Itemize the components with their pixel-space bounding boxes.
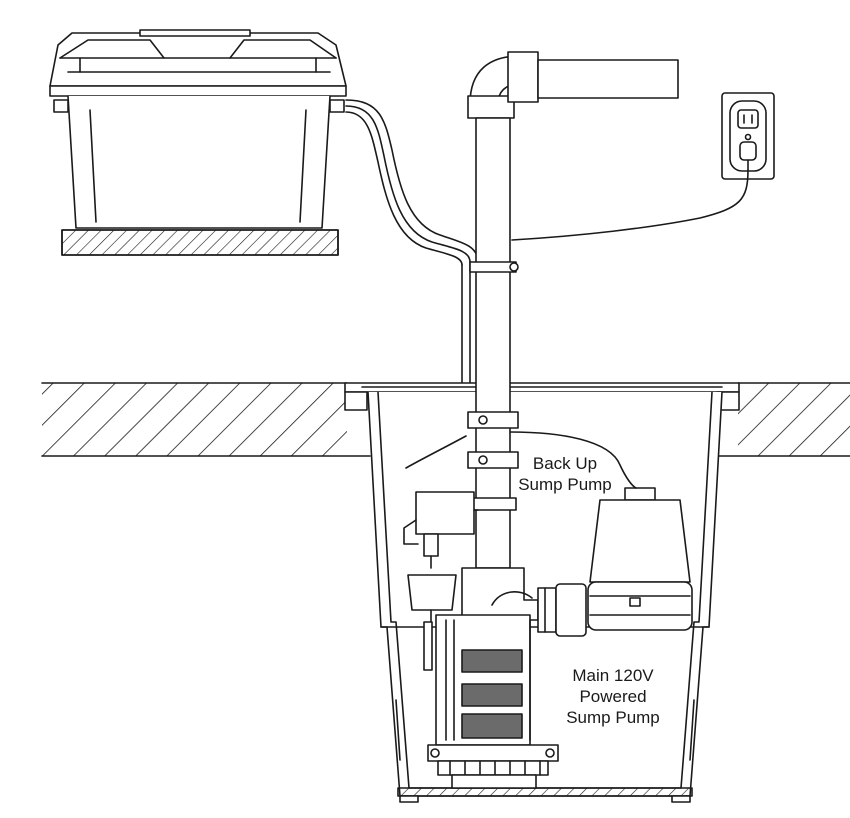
main-pump-label-line: Main 120V (572, 666, 654, 685)
backup-pump-cord (509, 431, 637, 489)
main-pump-label: Main 120V Powered Sump Pump (548, 665, 678, 728)
main-pump-label-line: Powered (579, 687, 647, 706)
wall-outlet (721, 92, 775, 180)
main-pump-label-line: Sump Pump (566, 708, 660, 727)
power-cord (511, 169, 749, 241)
float-switch (403, 435, 479, 626)
backup-pump (587, 487, 693, 631)
floor-slab (41, 382, 850, 457)
battery-cables (345, 99, 479, 383)
main-pump (423, 614, 559, 789)
backup-pump-label-line: Back Up (532, 454, 598, 473)
battery-box (49, 29, 347, 256)
backup-pump-connector (537, 583, 587, 637)
backup-pump-label: Back Up Sump Pump (505, 453, 625, 495)
backup-pump-label-line: Sump Pump (518, 475, 612, 494)
